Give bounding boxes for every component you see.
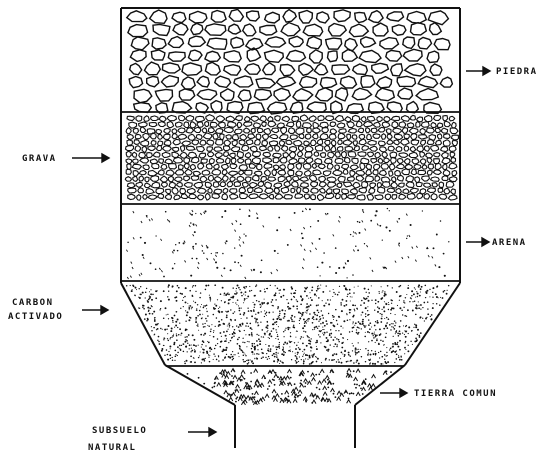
arrow-subsuelo-head	[209, 428, 216, 436]
label-arena: ARENA	[492, 238, 527, 248]
arrow-piedra-head	[483, 67, 490, 75]
label-carbon-line1: CARBON	[12, 298, 54, 308]
layer-arena	[126, 208, 449, 279]
label-grava: GRAVA	[22, 154, 57, 164]
arrow-carbon-head	[101, 306, 108, 314]
label-tierra-comun: TIERRA COMUN	[414, 389, 497, 399]
label-carbon-line2: ACTIVADO	[8, 312, 63, 322]
layer-grava	[125, 115, 458, 201]
label-piedra: PIEDRA	[496, 67, 538, 77]
layer-carbon-activado	[126, 284, 450, 365]
label-subsuelo-line1: SUBSUELO	[92, 426, 147, 436]
layer-piedra	[127, 9, 453, 114]
label-subsuelo-line2: NATURAL	[88, 443, 136, 453]
arrow-grava-head	[102, 154, 109, 162]
arrow-tierra-comun-head	[400, 389, 407, 397]
arrow-arena-head	[482, 238, 489, 246]
